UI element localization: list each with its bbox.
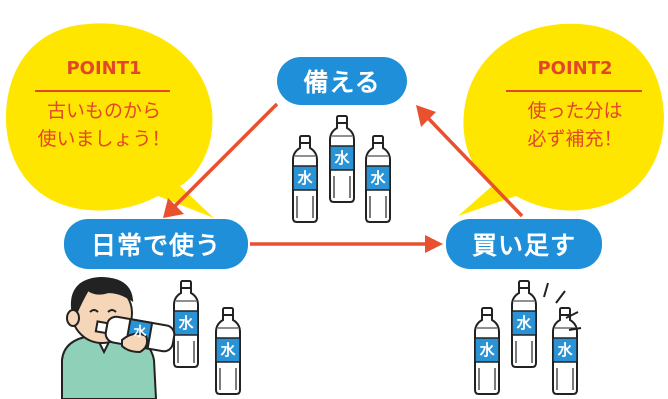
bottle-label: 水 (516, 314, 532, 332)
node-prepare: 備える (277, 57, 407, 105)
node-buy-more: 買い足す (446, 219, 602, 269)
cycle-arrows (163, 102, 524, 253)
bottle-label: 水 (479, 341, 495, 359)
point2-bubble (458, 23, 664, 217)
point1-text: POINT1 古いものから 使いましょう！ (18, 58, 190, 153)
point2-text: POINT2 使った分は 必ず補充！ (490, 58, 660, 153)
bottle-label: 水 (133, 325, 147, 340)
point1-line2: 使いましょう！ (37, 128, 171, 150)
point1-title: POINT1 (66, 58, 142, 79)
bottle-label: 水 (370, 169, 386, 187)
person-drinking-illustration (61, 276, 176, 399)
bottle-label: 水 (220, 341, 236, 359)
node-daily-use: 日常で使う (64, 219, 248, 269)
point1-bubble (5, 23, 214, 218)
bottle-label: 水 (334, 149, 350, 167)
bottle-label: 水 (557, 341, 573, 359)
node-daily-use-label: 日常で使う (90, 231, 221, 260)
node-prepare-label: 備える (303, 68, 381, 97)
point1-line1: 古いものから (46, 100, 161, 122)
point1-body: 古いものから 使いましょう！ (18, 97, 190, 153)
point2-body: 使った分は 必ず補充！ (490, 97, 660, 153)
bottle-label: 水 (297, 169, 313, 187)
node-buy-more-label: 買い足す (471, 231, 576, 260)
point2-line1: 使った分は (527, 100, 623, 122)
buy-more-bottles (474, 280, 582, 395)
daily-use-bottles (173, 280, 241, 395)
point2-line2: 必ず補充！ (527, 128, 623, 150)
point2-title: POINT2 (537, 58, 613, 79)
bottle-label: 水 (178, 314, 194, 332)
